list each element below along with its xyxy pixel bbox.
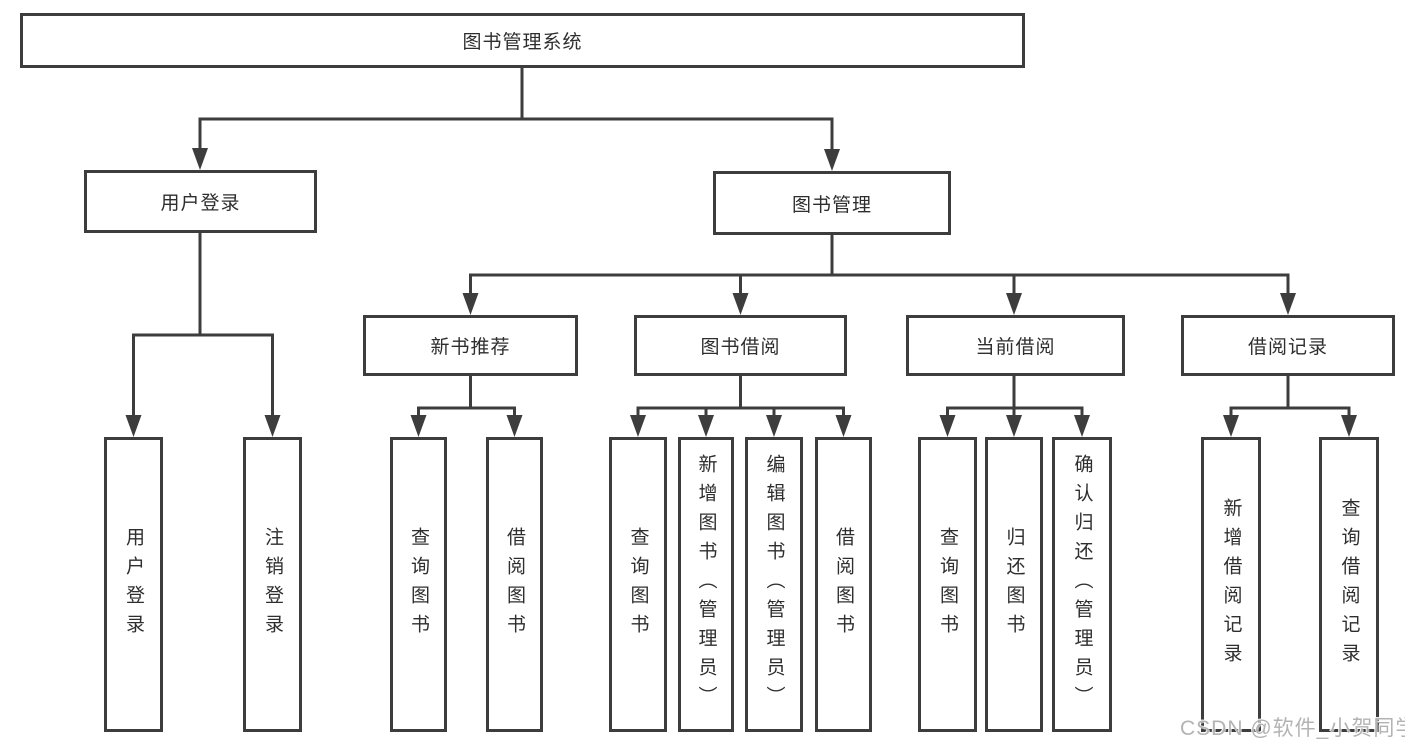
arrowhead bbox=[462, 293, 479, 315]
arrowhead bbox=[410, 415, 427, 437]
arrowhead bbox=[766, 415, 782, 437]
edge-currentborrow-to-leaves bbox=[946, 374, 1084, 418]
arrowhead bbox=[1341, 415, 1357, 437]
leaf-return-book-label: 归还图书 bbox=[1003, 526, 1025, 643]
arrowhead bbox=[1223, 415, 1239, 437]
arrowhead bbox=[732, 293, 749, 315]
arrowhead bbox=[630, 415, 646, 437]
node-borrow-records-label: 借阅记录 bbox=[1247, 337, 1328, 358]
edge-userlogin-to-leaves bbox=[132, 231, 274, 418]
leaf-borrow-books-2: 借阅图书 bbox=[815, 437, 872, 732]
arrowhead bbox=[1074, 415, 1090, 437]
node-current-borrow: 当前借阅 bbox=[906, 315, 1125, 376]
node-root: 图书管理系统 bbox=[20, 13, 1025, 68]
leaf-add-book-admin: 新增图书（管理员） bbox=[678, 437, 734, 732]
leaf-edit-book-admin: 编辑图书（管理员） bbox=[745, 437, 803, 732]
node-new-book-recommend-label: 新书推荐 bbox=[430, 337, 511, 358]
leaf-query-borrow-record: 查询借阅记录 bbox=[1319, 437, 1379, 732]
node-user-login-label: 用户登录 bbox=[160, 193, 241, 214]
leaf-user-login-label: 用户登录 bbox=[123, 526, 144, 643]
arrowhead bbox=[192, 148, 208, 170]
leaf-user-login: 用户登录 bbox=[104, 437, 163, 732]
edge-newbook-to-leaves bbox=[417, 374, 516, 418]
arrowhead bbox=[835, 415, 852, 437]
leaf-add-borrow-record-label: 新增借阅记录 bbox=[1220, 497, 1242, 672]
arrowhead bbox=[698, 415, 714, 437]
leaf-query-borrow-record-label: 查询借阅记录 bbox=[1338, 497, 1360, 672]
leaf-return-book: 归还图书 bbox=[985, 437, 1043, 732]
leaf-confirm-return-admin-label: 确认归还（管理员） bbox=[1071, 454, 1093, 715]
node-book-borrow-label: 图书借阅 bbox=[700, 337, 781, 358]
leaf-borrow-books-1-label: 借阅图书 bbox=[504, 526, 525, 643]
leaf-borrow-books-1: 借阅图书 bbox=[486, 437, 543, 732]
edge-bookmgmt-to-level3 bbox=[469, 233, 1290, 297]
edge-root-to-level2 bbox=[198, 66, 834, 152]
node-book-borrow: 图书借阅 bbox=[634, 315, 847, 376]
arrowhead bbox=[264, 415, 281, 437]
csdn-watermark: CSDN @软件_小贺同学 bbox=[1180, 717, 1405, 740]
arrowhead bbox=[1280, 293, 1296, 315]
arrowhead bbox=[939, 415, 956, 437]
node-book-mgmt: 图书管理 bbox=[713, 171, 951, 235]
node-borrow-records: 借阅记录 bbox=[1181, 315, 1395, 376]
edge-records-to-leaves bbox=[1229, 374, 1351, 418]
leaf-edit-book-admin-label: 编辑图书（管理员） bbox=[763, 454, 785, 715]
leaf-query-books-2-label: 查询图书 bbox=[627, 526, 649, 643]
leaf-logout-login-label: 注销登录 bbox=[262, 526, 283, 643]
node-user-login: 用户登录 bbox=[84, 170, 317, 233]
arrowhead bbox=[506, 415, 523, 437]
leaf-query-books-3-label: 查询图书 bbox=[937, 526, 958, 643]
leaf-query-books-3: 查询图书 bbox=[918, 437, 977, 732]
node-new-book-recommend: 新书推荐 bbox=[363, 315, 578, 376]
arrowheads bbox=[125, 148, 1357, 437]
leaf-query-books-1-label: 查询图书 bbox=[408, 526, 429, 643]
leaf-add-borrow-record: 新增借阅记录 bbox=[1201, 437, 1261, 732]
edge-bookborrow-to-leaves bbox=[636, 374, 845, 418]
leaf-query-books-1: 查询图书 bbox=[390, 437, 447, 732]
leaf-logout-login: 注销登录 bbox=[243, 437, 302, 732]
leaf-query-books-2: 查询图书 bbox=[609, 437, 667, 732]
node-current-borrow-label: 当前借阅 bbox=[975, 337, 1056, 358]
arrowhead bbox=[824, 149, 840, 171]
leaf-confirm-return-admin: 确认归还（管理员） bbox=[1052, 437, 1112, 732]
node-root-label: 图书管理系统 bbox=[462, 32, 583, 53]
leaf-add-book-admin-label: 新增图书（管理员） bbox=[695, 454, 717, 715]
arrowhead bbox=[1006, 293, 1022, 315]
arrowhead bbox=[1006, 415, 1022, 437]
leaf-borrow-books-2-label: 借阅图书 bbox=[833, 526, 854, 643]
node-book-mgmt-label: 图书管理 bbox=[791, 194, 872, 216]
arrowhead bbox=[125, 415, 142, 437]
